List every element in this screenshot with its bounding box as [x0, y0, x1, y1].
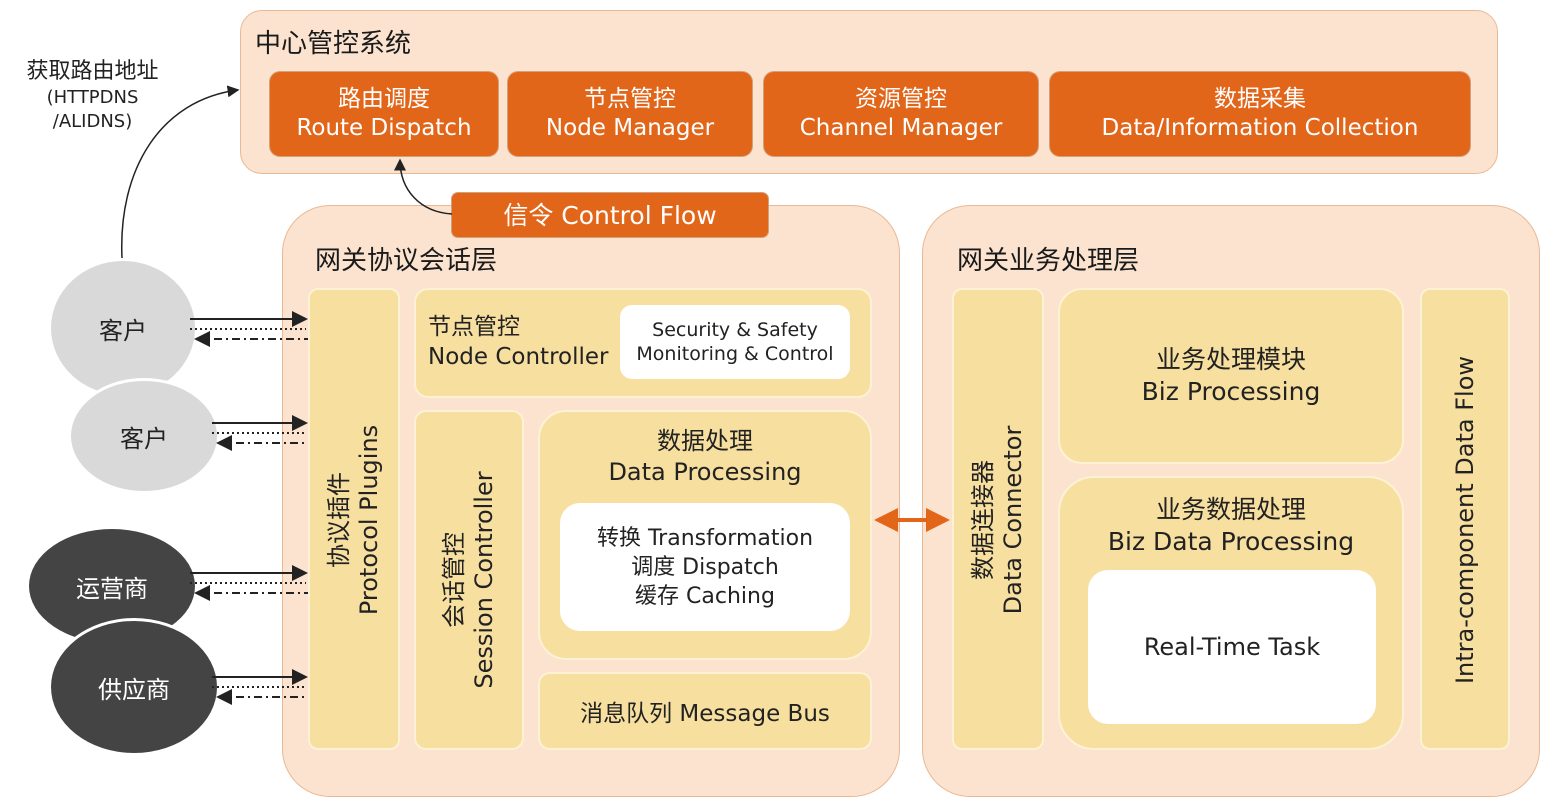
biz-processing-cn: 业务处理模块 [1155, 345, 1306, 374]
real-time-task-label: Real-Time Task [1143, 633, 1321, 661]
module-en: Route Dispatch [296, 115, 472, 141]
module-en: Node Manager [545, 115, 715, 141]
customer-label-2: 客户 [120, 424, 168, 453]
message-bus-block: 消息队列 Message Bus [538, 672, 872, 750]
supplier-node: 供应商 [48, 618, 220, 756]
channel-manager-module: 资源管控 Channel Manager [764, 72, 1038, 156]
biz-data-processing-cn: 业务数据处理 [1155, 495, 1306, 524]
data-processing-en: Data Processing [608, 458, 802, 486]
module-cn: 节点管控 [584, 86, 676, 112]
node-controller-cn: 节点管控 [428, 314, 520, 340]
carrier-links [190, 565, 308, 601]
customer-node-2: 客户 [68, 378, 220, 494]
central-panel-title: 中心管控系统 [255, 29, 412, 59]
supplier-label: 供应商 [98, 675, 170, 704]
biz-data-processing-en: Biz Data Processing [1107, 527, 1355, 556]
data-processing-label: 数据处理 Data Processing [538, 426, 872, 488]
module-en: Channel Manager [799, 115, 1003, 141]
data-collection-module: 数据采集 Data/Information Collection [1050, 72, 1470, 156]
dispatch-item: 调度 Dispatch [631, 554, 779, 580]
route-address-label: 获取路由地址 (HTTPDNS /ALIDNS) [10, 58, 175, 134]
transformation-item: 转换 Transformation [596, 525, 814, 551]
real-time-task-box: Real-Time Task [1088, 570, 1376, 724]
biz-processing-block: 业务处理模块 Biz Processing [1058, 288, 1404, 464]
biz-data-processing-label: 业务数据处理 Biz Data Processing [1058, 494, 1404, 558]
module-cn: 数据采集 [1214, 86, 1306, 112]
route-label-line1: 获取路由地址 [26, 59, 159, 84]
module-en: Data/Information Collection [1101, 115, 1419, 141]
data-connector-block [952, 288, 1044, 750]
intra-flow-block [1420, 288, 1510, 750]
customer-label-1: 客户 [99, 316, 147, 345]
session-layer-title: 网关协议会话层 [315, 246, 498, 276]
control-flow-tag: 信令 Control Flow [452, 193, 768, 237]
control-flow-arrow [394, 158, 453, 215]
customer1-links [190, 311, 308, 347]
data-processing-cn: 数据处理 [657, 427, 753, 455]
biz-layer-title: 网关业务处理层 [957, 246, 1140, 276]
route-label-line2: (HTTPDNS [46, 87, 139, 108]
biz-processing-en: Biz Processing [1141, 377, 1321, 406]
security-line2: Monitoring & Control [636, 343, 834, 365]
customer2-links [212, 415, 308, 451]
node-controller-label: 节点管控 Node Controller [428, 312, 608, 372]
route-dispatch-module: 路由调度 Route Dispatch [270, 72, 498, 156]
control-flow-label: 信令 Control Flow [503, 200, 717, 230]
module-cn: 路由调度 [338, 86, 430, 112]
route-label-line3: /ALIDNS) [52, 111, 133, 132]
security-monitoring-box: Security & Safety Monitoring & Control [620, 305, 850, 379]
message-bus-label: 消息队列 Message Bus [580, 701, 830, 727]
session-controller-block [414, 410, 524, 750]
data-processing-functions: 转换 Transformation 调度 Dispatch 缓存 Caching [560, 503, 850, 631]
security-line1: Security & Safety [652, 319, 818, 341]
protocol-plugins-block [308, 288, 400, 750]
caching-item: 缓存 Caching [635, 583, 775, 609]
carrier-label: 运营商 [76, 574, 148, 603]
node-controller-en: Node Controller [428, 344, 609, 370]
supplier-links [212, 669, 308, 705]
route-request-arrow [121, 85, 240, 259]
module-cn: 资源管控 [855, 86, 947, 112]
node-manager-module: 节点管控 Node Manager [508, 72, 752, 156]
